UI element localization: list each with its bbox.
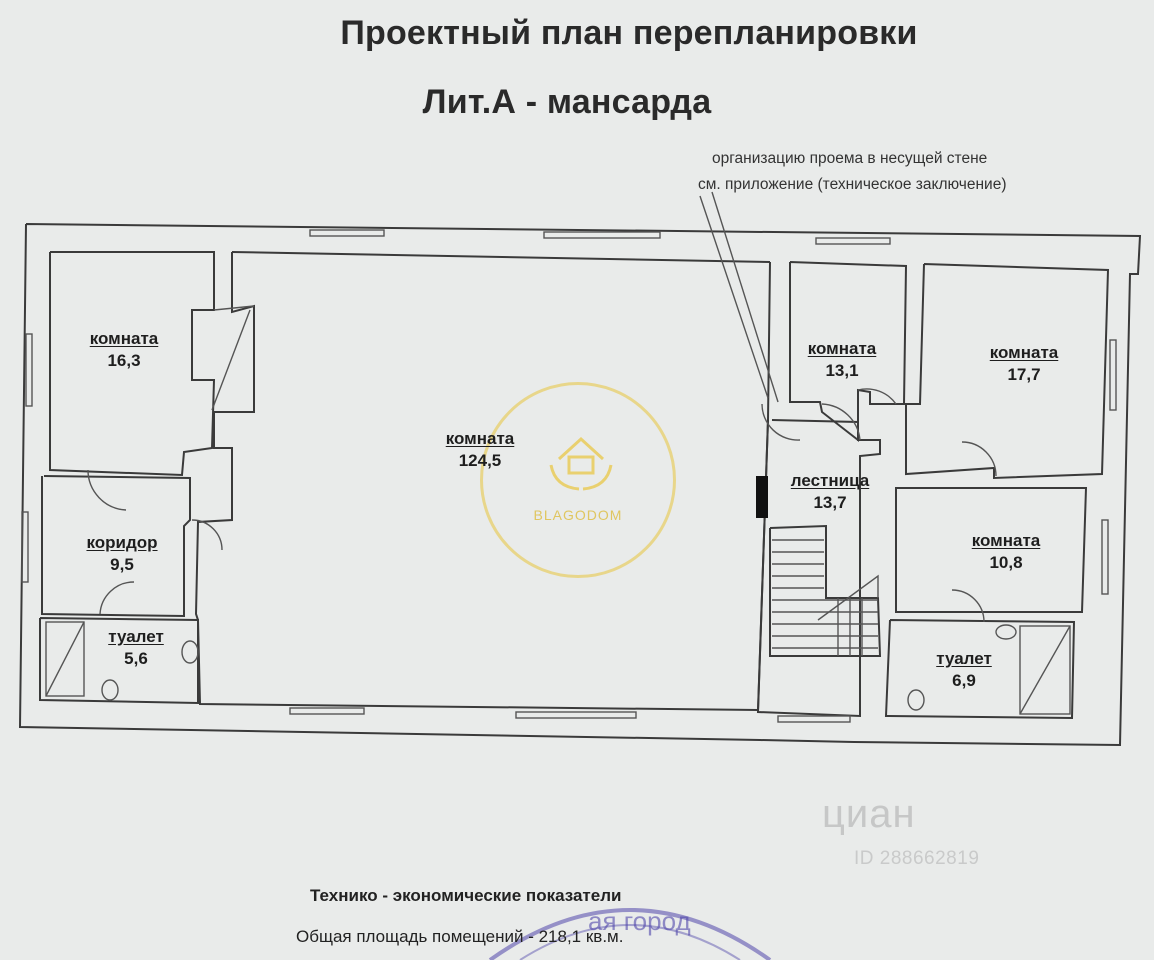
wall-big-room: [194, 252, 771, 712]
wall-room-16: [49, 251, 216, 477]
plan-title: Проектный план перепланировки: [340, 14, 918, 52]
cian-id-watermark: ID 288662819: [854, 848, 980, 869]
wall-wc-right: [884, 619, 1076, 720]
cian-watermark: циан: [822, 792, 916, 836]
wall-room-10: [895, 487, 1088, 613]
wall-wc-left: [39, 617, 199, 705]
stamp-seal: ая город: [488, 906, 772, 960]
tep-title: Технико - экономические показатели: [310, 886, 622, 905]
blagodom-text: BLAGODOM: [533, 507, 623, 523]
blagodom-watermark: BLAGODOM: [480, 382, 676, 578]
wall-corridor: [41, 475, 191, 618]
stamp-text: ая город: [588, 906, 691, 936]
outer-wall: [18, 223, 1142, 747]
total-area: Общая площадь помещений - 218,1 кв.м.: [296, 927, 624, 946]
wall-room-17: [905, 263, 1110, 480]
wall-stair: [756, 419, 881, 718]
note-line-2: см. приложение (техническое заключение): [698, 176, 1007, 193]
plan-subtitle: Лит.А - мансарда: [422, 83, 712, 121]
note-line-1: организацию проема в несущей стене: [712, 150, 988, 167]
wall-opening-marker: [756, 476, 768, 518]
outer-wall-inner: [231, 251, 771, 263]
house-hands-icon: [549, 436, 613, 491]
